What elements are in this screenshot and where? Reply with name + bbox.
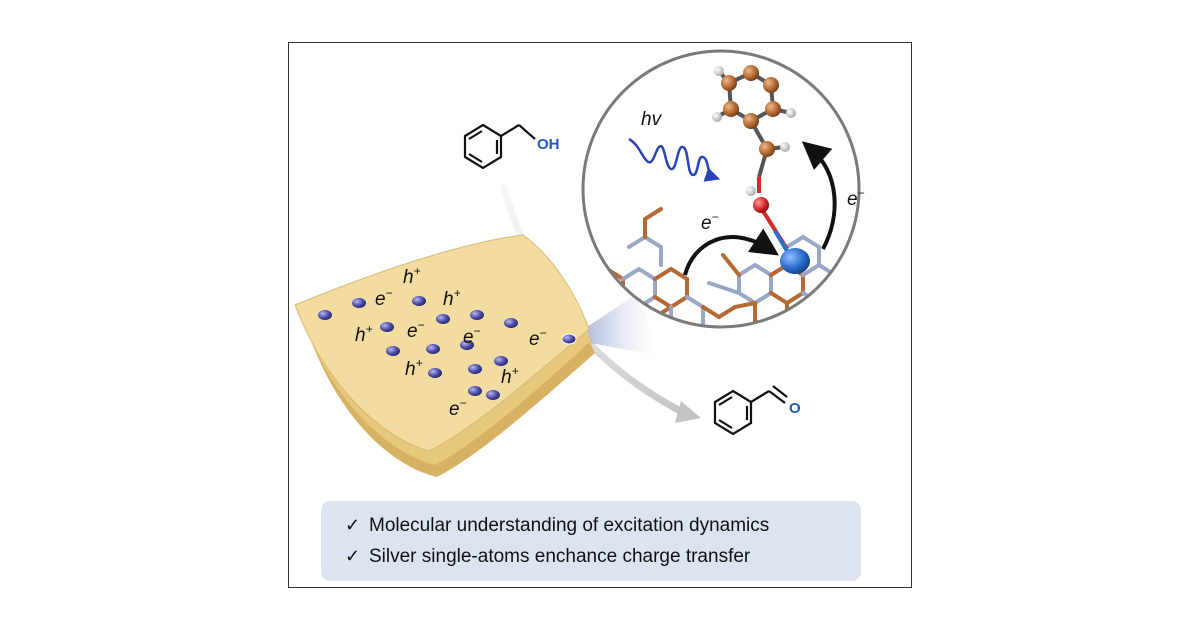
electron-transfer-label: e−	[847, 186, 865, 210]
carbonyl-oxygen-label: O	[789, 400, 801, 417]
oxygen-atom	[753, 197, 769, 213]
silver-single-atom	[780, 248, 810, 274]
reaction-flow-arrowhead	[675, 401, 701, 423]
hole-label: h+	[355, 322, 373, 346]
charge-labels: h+ e− h+ h+ e− e− e− h+ h+ e−	[355, 264, 547, 420]
ag-atom-highlighted	[561, 333, 577, 345]
summary-box: ✓ Molecular understanding of excitation …	[321, 501, 861, 581]
electron-label: e−	[449, 396, 467, 420]
carbon-atom	[743, 65, 759, 81]
hole-label: h+	[403, 264, 421, 288]
ag-atom	[486, 390, 500, 400]
ag-atom	[504, 318, 518, 328]
carbon-atom	[743, 113, 759, 129]
ag-atom	[468, 386, 482, 396]
graphical-abstract: h+ e− h+ h+ e− e− e− h+ h+ e− OH	[294, 49, 865, 477]
zoom-inset: hv e− e−	[581, 49, 865, 329]
hole-label: h+	[405, 356, 423, 380]
check-icon: ✓	[345, 546, 361, 566]
electron-label: e−	[529, 326, 547, 350]
hydroxyl-label: OH	[537, 136, 560, 153]
hydrogen-atom	[714, 66, 724, 76]
summary-item: ✓ Molecular understanding of excitation …	[345, 510, 861, 541]
hydrogen-atom	[746, 186, 756, 196]
ag-atom	[470, 310, 484, 320]
ag-atom	[386, 346, 400, 356]
ag-atom	[412, 296, 426, 306]
benzaldehyde-structure	[713, 385, 788, 436]
nanosheet-stack	[294, 234, 595, 477]
carbon-atom	[759, 141, 775, 157]
carbon-atom	[721, 75, 737, 91]
hole-label: h+	[501, 364, 519, 388]
electron-transfer-arrow	[801, 141, 837, 250]
electron-label: e−	[375, 286, 393, 310]
zoom-cone	[569, 291, 655, 355]
hydrogen-atom	[786, 108, 796, 118]
light-wave-icon	[628, 137, 721, 182]
ag-atom	[468, 364, 482, 374]
hole-label: h+	[443, 286, 461, 310]
ag-atom	[436, 314, 450, 324]
silver-atoms	[318, 296, 577, 400]
ag-atom	[380, 322, 394, 332]
summary-item: ✓ Silver single-atoms enchance charge tr…	[345, 541, 861, 572]
carbon-atom	[765, 101, 781, 117]
electron-label: e−	[463, 324, 481, 348]
carbon-atom	[763, 77, 779, 93]
ag-atom	[460, 340, 474, 350]
ag-atom	[318, 310, 332, 320]
ag-atom	[352, 298, 366, 308]
ag-atom	[494, 356, 508, 366]
top-nanosheet	[294, 234, 590, 452]
summary-text: Silver single-atoms enchance charge tran…	[369, 545, 751, 567]
hydrogen-atom	[780, 142, 790, 152]
ag-atom	[428, 368, 442, 378]
benzyl-alcohol-structure	[463, 123, 536, 170]
summary-text: Molecular understanding of excitation dy…	[369, 514, 770, 536]
electron-transfer-arrow	[683, 228, 780, 276]
figure-frame: h+ e− h+ h+ e− e− e− h+ h+ e− OH	[288, 42, 912, 588]
electron-transfer-label: e−	[701, 210, 719, 234]
ag-atom	[426, 344, 440, 354]
check-icon: ✓	[345, 515, 361, 535]
photon-label: hv	[641, 109, 663, 130]
electron-label: e−	[407, 318, 425, 342]
hydrogen-atom	[712, 112, 722, 122]
carbon-atom	[723, 101, 739, 117]
